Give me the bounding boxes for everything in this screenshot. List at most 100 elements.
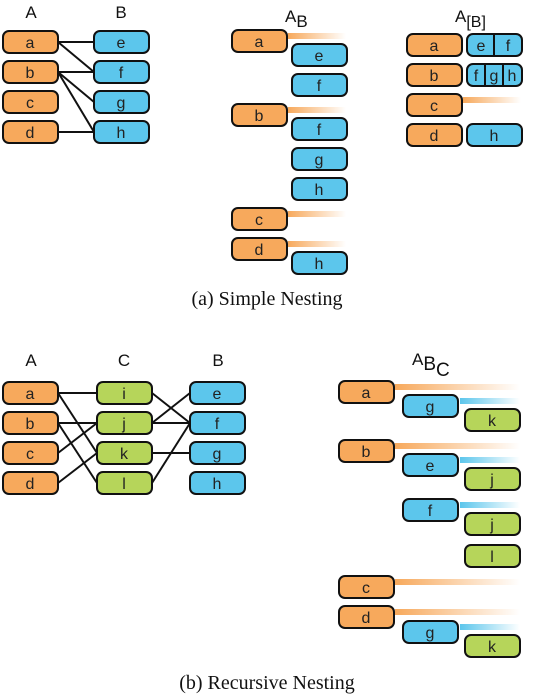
simple-nesting-panel: A B a b c d e f g h AB a e f	[2, 3, 523, 310]
header-a: A	[25, 3, 37, 22]
node-f-r	[189, 411, 246, 435]
svg-text:b: b	[26, 416, 35, 433]
node-g-r	[189, 441, 246, 465]
abc-node-j2	[464, 512, 521, 536]
svg-text:j: j	[489, 472, 494, 489]
ab-node-d	[231, 237, 288, 261]
svg-text:g: g	[490, 68, 499, 85]
caption-recursive-nesting: (b) Recursive Nesting	[179, 672, 355, 694]
svg-text:c: c	[430, 98, 438, 115]
svg-text:c: c	[26, 95, 34, 112]
recursive-nested-column: a g k b e j f j l c d g k	[338, 380, 521, 658]
header-b: B	[115, 3, 126, 22]
svg-text:h: h	[508, 68, 517, 85]
abc-node-e	[402, 453, 459, 477]
node-a-r	[2, 381, 59, 405]
svg-text:g: g	[315, 152, 324, 169]
arr-cell-fgh	[466, 63, 523, 87]
abc-node-k2	[464, 634, 521, 658]
node-d: d	[2, 120, 59, 144]
svg-text:k: k	[488, 639, 497, 656]
caption-simple-nesting: (a) Simple Nesting	[191, 288, 342, 310]
svg-text:k: k	[488, 413, 497, 430]
abc-node-b	[338, 439, 395, 463]
svg-text:f: f	[317, 78, 322, 95]
svg-text:g: g	[426, 625, 435, 642]
abc-node-c	[338, 575, 395, 599]
svg-text:f: f	[474, 68, 479, 85]
abc-node-k	[464, 408, 521, 432]
svg-text:b: b	[26, 65, 35, 82]
abc-node-a	[338, 380, 395, 404]
svg-text:h: h	[315, 256, 324, 273]
svg-text:l: l	[490, 549, 494, 566]
ab-node-f2	[291, 117, 348, 141]
svg-text:b: b	[430, 68, 439, 85]
ab-node-g	[291, 147, 348, 171]
header-c-recursive: C	[118, 351, 130, 370]
node-c-r	[2, 441, 59, 465]
list-a-recursive: a b c d	[2, 381, 59, 495]
svg-text:a: a	[362, 385, 371, 402]
svg-text:a: a	[26, 35, 35, 52]
header-b-recursive: B	[212, 351, 223, 370]
svg-text:e: e	[477, 38, 486, 55]
node-e-r	[189, 381, 246, 405]
node-h-r	[189, 471, 246, 495]
svg-text:d: d	[362, 610, 371, 627]
list-b: e f g h	[93, 30, 150, 144]
svg-text:e: e	[213, 386, 222, 403]
abc-node-g2	[402, 620, 459, 644]
svg-text:e: e	[117, 35, 126, 52]
svg-text:g: g	[426, 399, 435, 416]
ab-node-b	[231, 103, 288, 127]
svg-text:f: f	[506, 38, 511, 55]
tripartite-edges	[57, 392, 191, 484]
list-b-recursive: e f g h	[189, 381, 246, 495]
abc-node-l	[464, 544, 521, 568]
svg-text:a: a	[255, 34, 264, 51]
svg-text:l: l	[122, 476, 126, 493]
svg-text:g: g	[117, 95, 126, 112]
svg-text:f: f	[428, 503, 433, 520]
ab-node-f	[291, 73, 348, 97]
header-ab: AB	[285, 7, 308, 31]
node-j	[96, 411, 153, 435]
ab-node-e	[291, 43, 348, 67]
ab-node-h2	[291, 251, 348, 275]
node-h: h	[93, 120, 150, 144]
node-i	[96, 381, 153, 405]
node-e: e	[93, 30, 150, 54]
list-c-recursive: i j k l	[96, 381, 153, 495]
svg-text:e: e	[426, 458, 435, 475]
ab-node-a	[231, 29, 288, 53]
svg-text:h: h	[213, 476, 222, 493]
svg-text:h: h	[117, 125, 126, 142]
arr-node-h	[466, 123, 523, 147]
svg-text:j: j	[121, 416, 126, 433]
svg-text:b: b	[255, 108, 264, 125]
svg-text:b: b	[362, 444, 371, 461]
svg-text:d: d	[430, 128, 439, 145]
svg-text:e: e	[315, 48, 324, 65]
nested-ab-column: a e f b f g h c d h	[231, 29, 348, 275]
list-a: a b c d	[2, 30, 59, 144]
arr-node-c	[406, 93, 463, 117]
node-b-r	[2, 411, 59, 435]
node-g: g	[93, 90, 150, 114]
array-nested-column: a e f b f g h c d h	[406, 33, 523, 147]
header-a-bracket-b: A[B]	[455, 7, 486, 31]
ab-node-h	[291, 177, 348, 201]
svg-text:h: h	[490, 128, 499, 145]
svg-text:c: c	[362, 580, 370, 597]
node-d-r	[2, 471, 59, 495]
svg-text:a: a	[430, 38, 439, 55]
node-a: a	[2, 30, 59, 54]
arr-node-d	[406, 123, 463, 147]
svg-text:d: d	[255, 242, 264, 259]
svg-text:f: f	[215, 416, 220, 433]
svg-text:d: d	[26, 476, 35, 493]
recursive-nesting-panel: A C B a b c d i j k l	[2, 350, 521, 694]
svg-text:j: j	[489, 517, 494, 534]
